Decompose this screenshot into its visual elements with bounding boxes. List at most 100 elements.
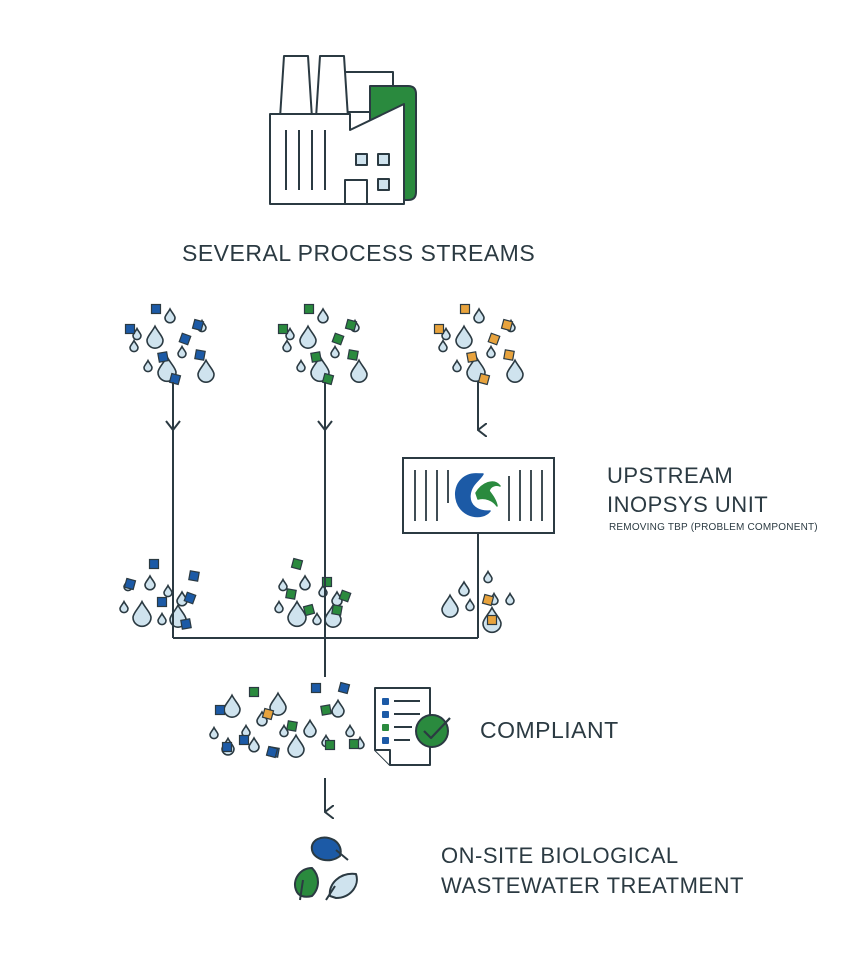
arrow-chevrons [165, 420, 333, 432]
compliance-document-icon [374, 687, 451, 766]
contaminant-particle [180, 618, 192, 630]
contaminant-particle [150, 303, 162, 315]
water-droplet [438, 338, 448, 353]
water-droplet [164, 307, 176, 324]
water-droplet [455, 324, 473, 349]
contaminant-particle [302, 603, 316, 617]
contaminant-particle [238, 734, 250, 746]
contaminant-particle [191, 318, 205, 332]
particle-clusters [119, 303, 524, 759]
water-droplet [163, 583, 173, 598]
water-droplet [197, 358, 215, 383]
contaminant-particle [156, 596, 168, 608]
water-droplet [282, 338, 292, 353]
water-droplet [287, 733, 305, 758]
water-droplet [129, 338, 139, 353]
water-droplet [299, 324, 317, 349]
water-droplet [458, 580, 470, 597]
upstream-unit-label-line2: INOPSYS UNIT [607, 492, 769, 517]
contaminant-particle [286, 720, 298, 732]
contaminant-particle [321, 372, 335, 386]
water-droplet [177, 344, 187, 359]
contaminant-particle [194, 349, 206, 361]
contaminant-particle [477, 372, 491, 386]
water-droplet [299, 574, 311, 591]
contaminant-particle [337, 681, 351, 695]
contaminant-particle [148, 558, 160, 570]
biological-leaves-icon [294, 836, 358, 901]
contaminant-particle [285, 588, 297, 600]
water-droplet [452, 358, 462, 373]
water-droplet [223, 693, 241, 718]
water-droplet [330, 344, 340, 359]
contaminant-particle [290, 557, 304, 571]
water-droplet [345, 723, 355, 738]
water-droplet [486, 344, 496, 359]
contaminant-particle [188, 570, 200, 582]
water-droplet [248, 736, 260, 753]
water-droplet [483, 569, 493, 584]
unit-logo-blue [455, 473, 491, 518]
water-droplet [119, 599, 129, 614]
contaminant-particle [433, 323, 445, 335]
contaminant-particle [321, 576, 333, 588]
treatment-label-line2: WASTEWATER TREATMENT [441, 873, 744, 898]
check-icon [423, 717, 451, 740]
contaminant-particle [466, 351, 478, 363]
water-droplet [287, 599, 307, 628]
upstream-unit-sublabel: REMOVING TBP (PROBLEM COMPONENT) [609, 522, 818, 533]
water-droplet [505, 591, 515, 606]
contaminant-particle [344, 318, 358, 332]
water-droplet [506, 358, 524, 383]
water-droplet [143, 358, 153, 373]
water-droplet [278, 577, 288, 592]
water-droplet [144, 574, 156, 591]
contaminant-particle [348, 738, 360, 750]
water-droplet [132, 599, 152, 628]
contaminant-particle [123, 577, 137, 591]
water-droplet [350, 358, 368, 383]
process-streams-label: SEVERAL PROCESS STREAMS [182, 240, 536, 266]
water-droplet [317, 307, 329, 324]
upstream-unit-label: UPSTREAM INOPSYS UNIT [607, 461, 768, 519]
contaminant-particle [157, 351, 169, 363]
water-droplet [473, 307, 485, 324]
treatment-label-line1: ON-SITE BIOLOGICAL [441, 843, 679, 868]
water-droplet [465, 597, 475, 612]
contaminant-particle [303, 303, 315, 315]
contaminant-particle [347, 349, 359, 361]
contaminant-particle [124, 323, 136, 335]
contaminant-particle [168, 372, 182, 386]
water-droplet [331, 698, 345, 718]
contaminant-particle [459, 303, 471, 315]
contaminant-particle [331, 604, 343, 616]
contaminant-particle [310, 682, 322, 694]
treatment-label: ON-SITE BIOLOGICAL WASTEWATER TREATMENT [441, 841, 744, 901]
contaminant-particle [310, 351, 322, 363]
water-droplet [269, 691, 287, 716]
compliant-label: COMPLIANT [480, 717, 619, 743]
factory-icon [269, 55, 417, 205]
contaminant-particle [265, 745, 279, 759]
water-droplet [441, 593, 459, 618]
contaminant-particle [481, 593, 495, 607]
water-droplet [157, 611, 167, 626]
contaminant-particle [221, 741, 233, 753]
contaminant-particle [503, 349, 515, 361]
contaminant-particle [487, 332, 501, 346]
water-droplet [303, 718, 317, 738]
water-droplet [312, 611, 322, 626]
contaminant-particle [500, 318, 514, 332]
water-droplet [296, 358, 306, 373]
contaminant-particle [248, 686, 260, 698]
inopsys-unit-icon [402, 457, 555, 534]
contaminant-particle [183, 591, 197, 605]
contaminant-particle [214, 704, 226, 716]
contaminant-particle [320, 704, 332, 716]
chevron-down-icon [165, 420, 181, 432]
contaminant-particle [331, 332, 345, 346]
contaminant-particle [277, 323, 289, 335]
water-droplet [209, 725, 219, 740]
contaminant-particle [178, 332, 192, 346]
